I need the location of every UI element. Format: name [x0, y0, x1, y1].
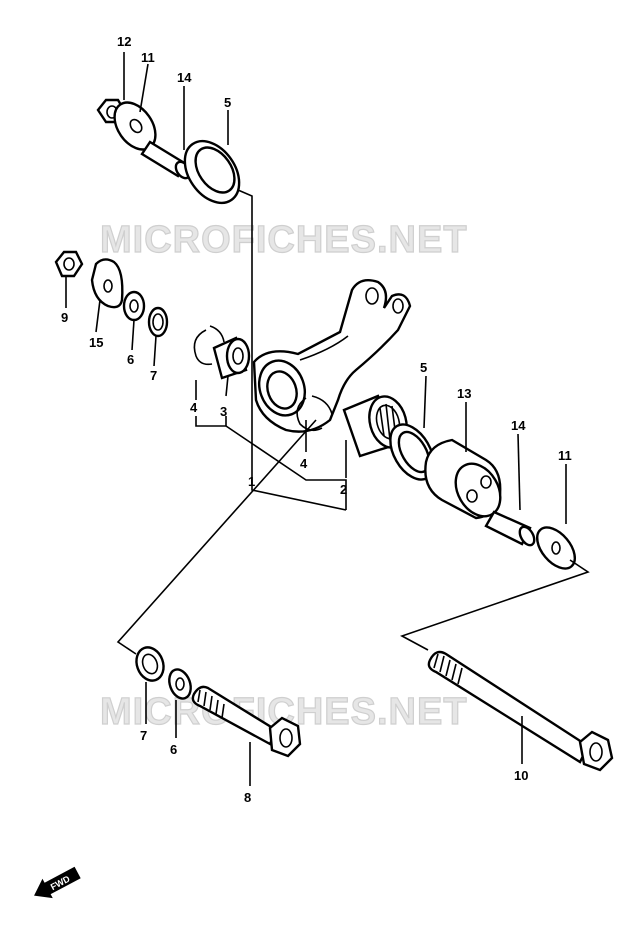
callout-2: 2 — [340, 482, 347, 497]
callout-7-left: 7 — [150, 368, 157, 383]
part-15-plate[interactable] — [90, 258, 124, 309]
part-3-bearing[interactable] — [212, 336, 251, 380]
callout-11-right: 11 — [558, 448, 572, 463]
part-4-snap-ring-right[interactable] — [296, 395, 333, 432]
part-6-washer-bottom[interactable] — [165, 666, 194, 701]
watermark-bottom: MICROFICHES.NET — [100, 691, 468, 733]
callout-15: 15 — [89, 335, 103, 350]
callout-8: 8 — [244, 790, 251, 805]
callout-14-right: 14 — [511, 418, 526, 433]
callout-6-bottom: 6 — [170, 742, 177, 757]
callout-9: 9 — [61, 310, 68, 325]
part-13-collar[interactable] — [424, 438, 509, 524]
callout-7-bottom: 7 — [140, 728, 147, 743]
part-5-seal-top[interactable] — [174, 131, 251, 213]
part-14-spacer-right[interactable] — [484, 510, 537, 548]
callout-5-right: 5 — [420, 360, 427, 375]
callout-11-top: 11 — [141, 50, 155, 65]
part-9-nut[interactable] — [54, 250, 84, 278]
part-8-bolt[interactable] — [191, 685, 302, 758]
part-1-cushion-lever[interactable] — [252, 279, 412, 433]
callout-4-right: 4 — [300, 456, 308, 471]
callout-10: 10 — [514, 768, 528, 783]
callout-1: 1 — [248, 474, 255, 489]
callout-3: 3 — [220, 404, 227, 419]
part-7-seal-left[interactable] — [147, 306, 169, 338]
callout-5-top: 5 — [224, 95, 231, 110]
part-4-snap-ring-left[interactable] — [193, 325, 225, 366]
callout-12: 12 — [117, 34, 131, 49]
callout-14-top: 14 — [177, 70, 192, 85]
part-14-spacer-top[interactable] — [140, 140, 193, 181]
part-11-washer-right[interactable] — [530, 521, 582, 576]
callout-4-left: 4 — [190, 400, 198, 415]
part-6-washer-left[interactable] — [122, 290, 146, 322]
callout-6-left: 6 — [127, 352, 134, 367]
part-10-bolt[interactable] — [427, 650, 614, 772]
callout-13: 13 — [457, 386, 471, 401]
part-7-seal-bottom[interactable] — [132, 644, 168, 685]
fwd-arrow-icon: FWD — [34, 866, 81, 899]
watermark-top: MICROFICHES.NET — [100, 219, 468, 261]
